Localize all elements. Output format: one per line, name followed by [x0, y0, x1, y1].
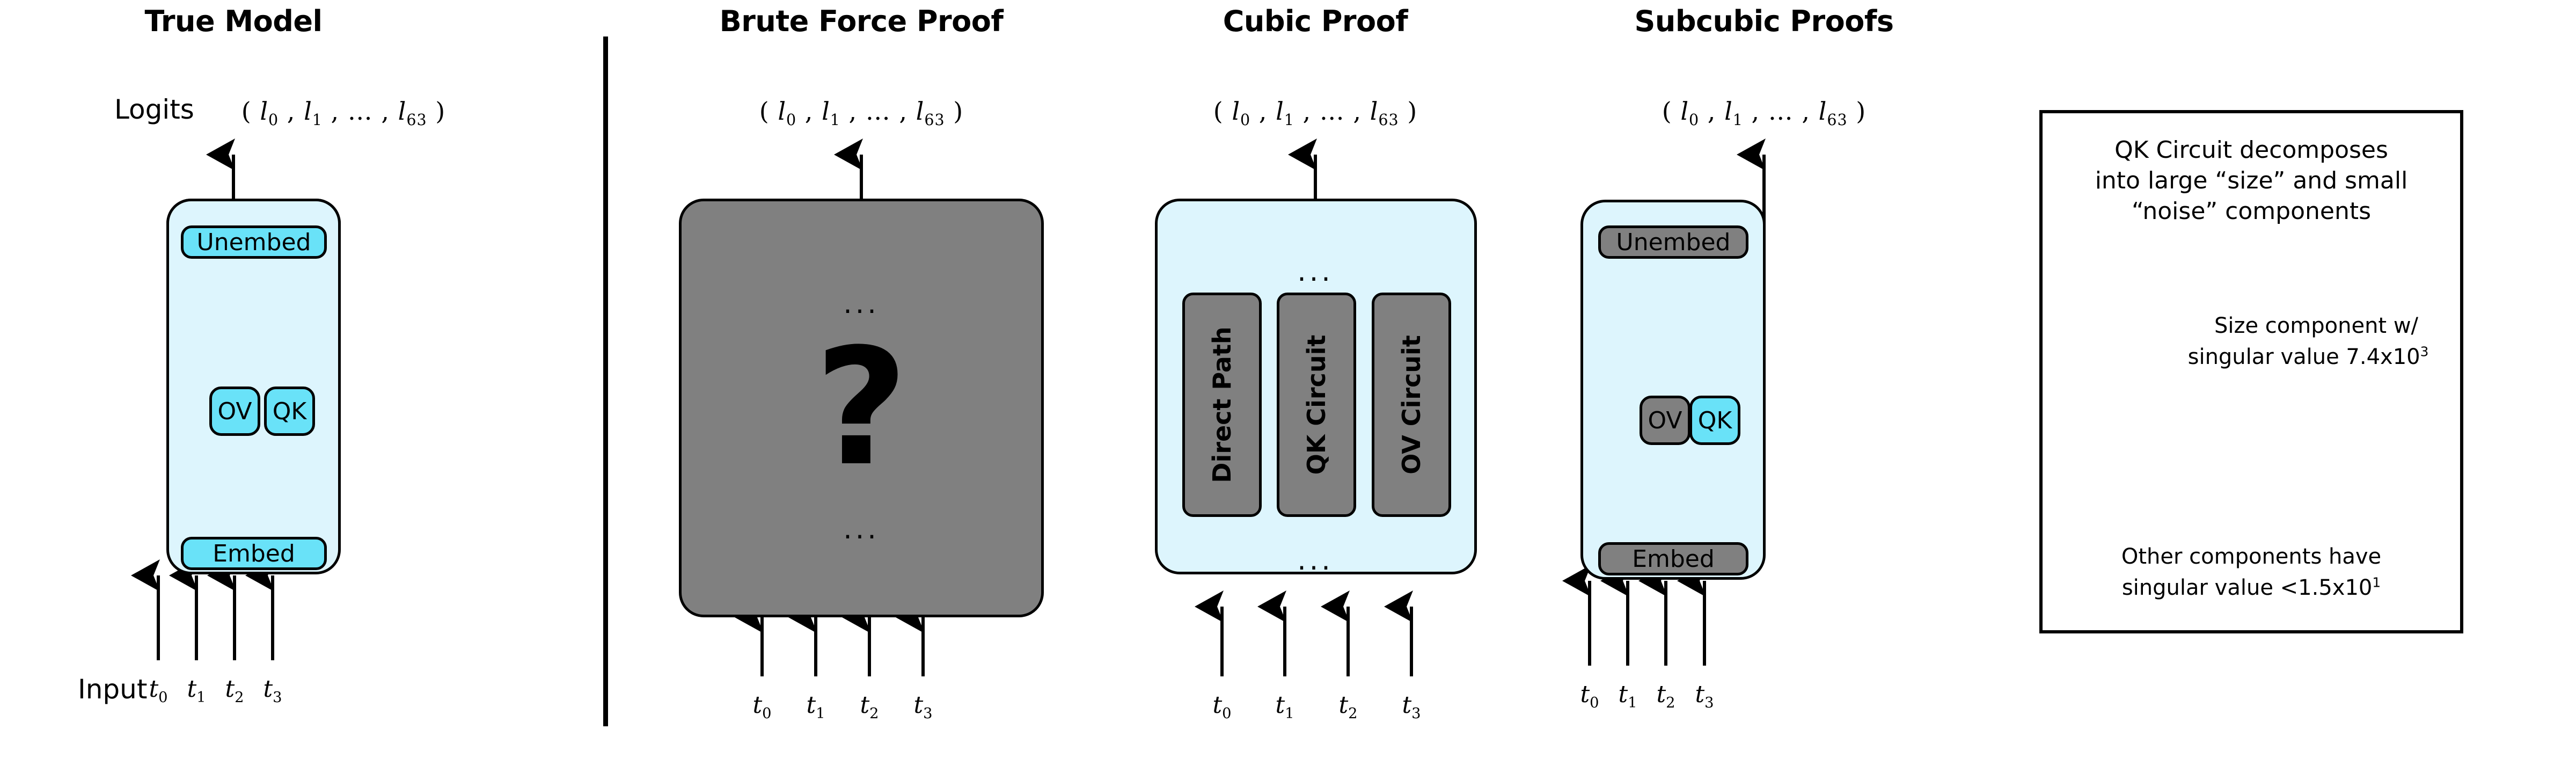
node-label: QK — [1697, 406, 1732, 434]
node-label: OV — [1648, 406, 1682, 434]
node-label: Embed — [1632, 545, 1715, 573]
token-label-t1: t1 — [806, 691, 825, 722]
logits-tuple-cubic-proof: ( l0 , l1 , … , l63 ) — [1213, 97, 1418, 129]
token-label-t3: t3 — [1695, 681, 1714, 711]
node-label: Embed — [213, 539, 295, 567]
question-mark-icon: ? — [814, 314, 909, 501]
token-label-t0: t0 — [752, 691, 772, 722]
token-label-t0: t0 — [149, 675, 168, 706]
legend-size-line1: Size component w/ — [2214, 313, 2419, 338]
ellipsis-top-cubic: ... — [1297, 256, 1334, 288]
legend-heading-line2: into large “size” and small — [2095, 167, 2408, 194]
ellipsis-top-brute-force: ... — [843, 288, 880, 320]
legend-heading-line1: QK Circuit decomposes — [2114, 136, 2388, 164]
column-label: Direct Path — [1208, 326, 1236, 483]
token-label-t2: t2 — [1656, 681, 1675, 711]
node-label: QK — [272, 397, 307, 425]
panel-title-cubic-proof: Cubic Proof — [1223, 4, 1408, 38]
node-qk-true-model[interactable]: QK — [264, 386, 315, 436]
logits-tuple-brute-force: ( l0 , l1 , … , l63 ) — [759, 97, 964, 129]
legend-other-line1: Other components have — [2121, 544, 2382, 569]
legend-box: QK Circuit decomposes into large “size” … — [2039, 110, 2463, 633]
legend-other-value: singular value <1.5x10 — [2121, 575, 2373, 600]
token-label-t3: t3 — [263, 675, 282, 706]
node-unembed-true-model[interactable]: Unembed — [181, 225, 327, 259]
panel-divider — [603, 37, 608, 726]
legend-other-line2: singular value <1.5x101 — [2043, 574, 2460, 602]
column-qk-circuit[interactable]: QK Circuit — [1277, 293, 1356, 517]
legend-size-line2: singular value 7.4x103 — [2158, 343, 2458, 371]
legend-size-value: singular value 7.4x10 — [2187, 345, 2420, 369]
node-qk-subcubic[interactable]: QK — [1689, 396, 1740, 445]
panel-title-brute-force: Brute Force Proof — [719, 4, 1004, 38]
logits-tuple-true-model: ( l0 , l1 , … , l63 ) — [241, 97, 446, 129]
logits-tuple-subcubic: ( l0 , l1 , … , l63 ) — [1662, 97, 1867, 129]
column-label: QK Circuit — [1302, 334, 1331, 475]
node-unembed-subcubic[interactable]: Unembed — [1598, 225, 1748, 259]
token-label-t2: t2 — [225, 675, 244, 706]
token-label-t2: t2 — [1338, 691, 1358, 722]
true-model-container-body — [166, 199, 341, 574]
legend-heading-line3: “noise” components — [2131, 198, 2372, 225]
token-label-t0: t0 — [1580, 681, 1599, 711]
node-label: OV — [217, 397, 252, 425]
panel-title-subcubic-proofs: Subcubic Proofs — [1634, 4, 1894, 38]
subcubic-container — [1580, 200, 1766, 580]
legend-other-exponent: 1 — [2372, 574, 2381, 590]
token-label-t0: t0 — [1212, 691, 1232, 722]
panel-title-true-model: True Model — [144, 4, 323, 38]
brute-force-container — [679, 199, 1044, 617]
node-ov-subcubic[interactable]: OV — [1640, 396, 1690, 445]
legend-size-exponent: 3 — [2420, 344, 2429, 360]
token-label-t3: t3 — [1402, 691, 1421, 722]
ellipsis-bottom-brute-force: ... — [843, 513, 880, 545]
token-label-t1: t1 — [1275, 691, 1294, 722]
token-label-t1: t1 — [1618, 681, 1637, 711]
column-label: OV Circuit — [1397, 335, 1426, 475]
node-label: Unembed — [1616, 228, 1731, 256]
input-label: Input — [78, 674, 148, 705]
ellipsis-bottom-cubic: ... — [1297, 544, 1334, 577]
token-label-t1: t1 — [187, 675, 206, 706]
node-embed-true-model[interactable]: Embed — [181, 537, 327, 570]
node-embed-subcubic[interactable]: Embed — [1598, 542, 1748, 575]
node-label: Unembed — [196, 228, 311, 256]
token-label-t2: t2 — [860, 691, 879, 722]
column-direct-path[interactable]: Direct Path — [1182, 293, 1262, 517]
column-ov-circuit[interactable]: OV Circuit — [1372, 293, 1451, 517]
logits-label: Logits — [114, 94, 194, 125]
node-ov-true-model[interactable]: OV — [209, 386, 260, 436]
token-label-t3: t3 — [913, 691, 933, 722]
